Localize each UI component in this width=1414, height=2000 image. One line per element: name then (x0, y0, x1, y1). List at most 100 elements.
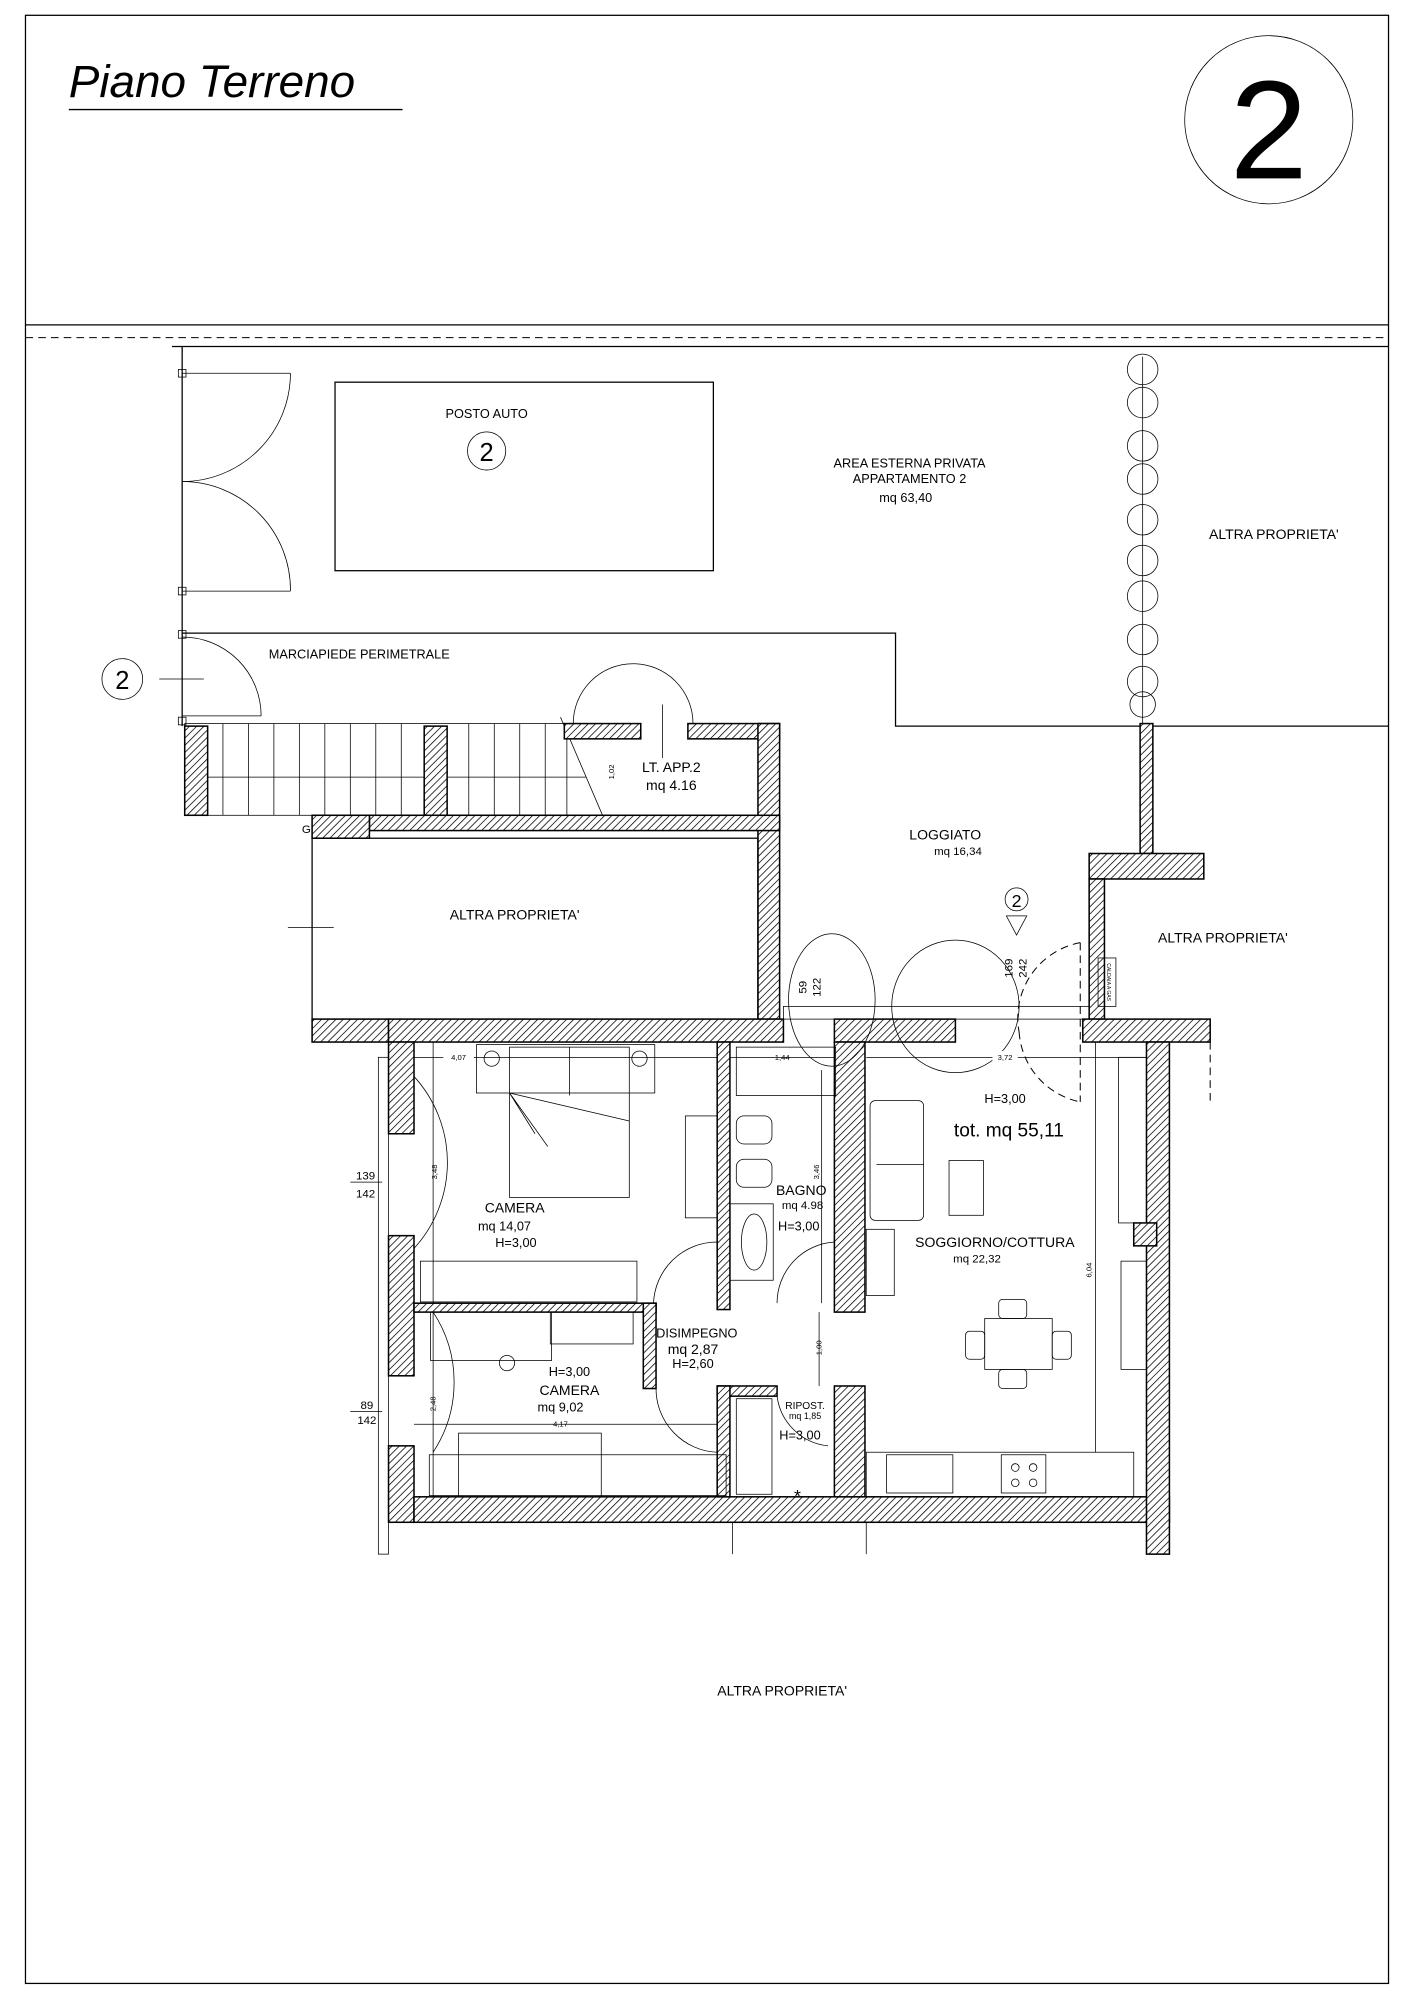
loggiato-name: LOGGIATO (909, 826, 981, 842)
toilet-icon (735, 1115, 773, 1145)
bagno-depth-dim: 3,46 (812, 1165, 821, 1180)
door1-bottom: 122 (811, 978, 823, 997)
window1-top: 139 (356, 1171, 375, 1183)
wall (311, 1018, 390, 1043)
wall-bagno (833, 1041, 866, 1313)
camera2-depth-dim: 2,48 (429, 1396, 438, 1411)
ripost-name: RIPOST. (785, 1401, 825, 1412)
page-title: Piano Terreno (69, 55, 355, 107)
boiler-label: CALDAIA A GAS (1105, 963, 1111, 1001)
camera2-width-dim: 4,17 (553, 1420, 568, 1429)
disimpegno-dim: 1,00 (815, 1340, 824, 1355)
wall-top (833, 1018, 957, 1043)
private-area-label-2: APPARTAMENTO 2 (853, 471, 967, 486)
neighbor-label-bottom: ALTRA PROPRIETA' (717, 1683, 847, 1699)
threshold (783, 1005, 1090, 1020)
private-area-size: mq 63,40 (879, 490, 932, 505)
soggiorno-area: mq 22,32 (953, 1253, 1001, 1265)
parking-number: 2 (480, 439, 494, 467)
total-area: tot. mq 55,11 (954, 1120, 1064, 1141)
sheet-number-circle (1184, 35, 1354, 205)
sink-icon (729, 1203, 774, 1281)
lt-app-dim: 1,02 (607, 765, 616, 780)
neighbor-unit (311, 837, 759, 1020)
wall-disimpegno (642, 1302, 657, 1390)
camera1-depth-dim: 3,48 (430, 1165, 439, 1180)
door-swing-dashed (1017, 942, 1081, 1103)
ripost-height: H=3,00 (779, 1427, 820, 1442)
wardrobe-icon (428, 1454, 727, 1496)
disimpegno-height: H=2,60 (672, 1356, 713, 1371)
camera2-name: CAMERA (539, 1382, 600, 1398)
ripost-area: mq 1,85 (789, 1411, 821, 1421)
flue (1132, 1222, 1158, 1247)
soggiorno-width-dim: 3,72 (998, 1053, 1013, 1062)
loggiato-area: mq 16,34 (934, 846, 982, 858)
dining-table-icon (965, 1298, 1072, 1389)
bagno-name: BAGNO (776, 1182, 827, 1198)
neighbor-label-left: ALTRA PROPRIETA' (450, 907, 580, 923)
disimpegno-name: DISIMPEGNO (656, 1326, 737, 1341)
wall-left (387, 1445, 415, 1524)
loggiato-marker-circle (1004, 887, 1029, 912)
sink-icon (886, 1454, 954, 1494)
wall-ripost (716, 1385, 731, 1498)
desk-icon (430, 1311, 552, 1361)
insulation (377, 1056, 389, 1555)
hedge-icon (1126, 353, 1159, 724)
wall-top (1082, 1018, 1211, 1043)
window1-bottom: 142 (356, 1188, 375, 1200)
boiler (1097, 957, 1117, 1007)
wall (368, 814, 781, 832)
lt-app-name: LT. APP.2 (642, 759, 701, 775)
door1-top: 59 (797, 981, 809, 994)
wall (1088, 852, 1205, 880)
wall (1088, 878, 1106, 1020)
sheet-number: 2 (1230, 51, 1308, 208)
wall-right (1145, 1041, 1171, 1555)
wall-ripost (833, 1385, 866, 1498)
soggiorno-depth-dim: 6,04 (1085, 1262, 1094, 1278)
door-swing (572, 663, 694, 724)
door2-top: 169 (1004, 959, 1016, 978)
asterisk-note: * (794, 1486, 801, 1506)
wall-top (387, 1018, 785, 1043)
shelving-icon (735, 1398, 773, 1495)
parking-label: POSTO AUTO (446, 406, 528, 421)
neighbor-label-right: ALTRA PROPRIETA' (1158, 930, 1288, 946)
entrance-marker: 2 (115, 667, 129, 695)
single-bed-icon (458, 1432, 602, 1498)
sink-basin-icon (741, 1213, 768, 1271)
desk-icon (684, 1115, 718, 1219)
lt-app-area: mq 4.16 (646, 777, 697, 793)
wall-left (387, 1234, 415, 1377)
wall-bagno (716, 1041, 731, 1311)
sofa-icon (869, 1100, 924, 1221)
stove-icon (1000, 1454, 1047, 1494)
sidewalk-label: MARCIAPIEDE PERIMETRALE (269, 647, 450, 662)
camera1-area: mq 14,07 (478, 1219, 531, 1234)
bagno-height: H=3,00 (778, 1219, 819, 1234)
cabinet-icon (865, 1228, 895, 1296)
sheet-frame (24, 14, 1390, 1985)
entrance-marker-circle (101, 658, 144, 700)
tv-cabinet-icon (1118, 1056, 1147, 1224)
disimpegno-area: mq 2,87 (668, 1341, 719, 1357)
wall (563, 722, 642, 740)
wall (1139, 722, 1154, 855)
shelf-icon (549, 1311, 634, 1345)
parking-space (334, 381, 715, 572)
soggiorno-name: SOGGIORNO/COTTURA (915, 1234, 1075, 1250)
wall-bottom (413, 1496, 1171, 1524)
wall (311, 814, 371, 839)
camera2-area: mq 9,02 (538, 1399, 584, 1414)
staircase (183, 717, 603, 817)
soggiorno-height: H=3,00 (984, 1091, 1025, 1106)
lamp-icon (498, 1355, 516, 1372)
wardrobe-icon (419, 1260, 638, 1303)
camera1-height: H=3,00 (495, 1235, 536, 1250)
neighbor-label-right-top: ALTRA PROPRIETA' (1209, 526, 1339, 542)
camera1-name: CAMERA (485, 1200, 546, 1216)
wall-left (387, 1041, 415, 1135)
